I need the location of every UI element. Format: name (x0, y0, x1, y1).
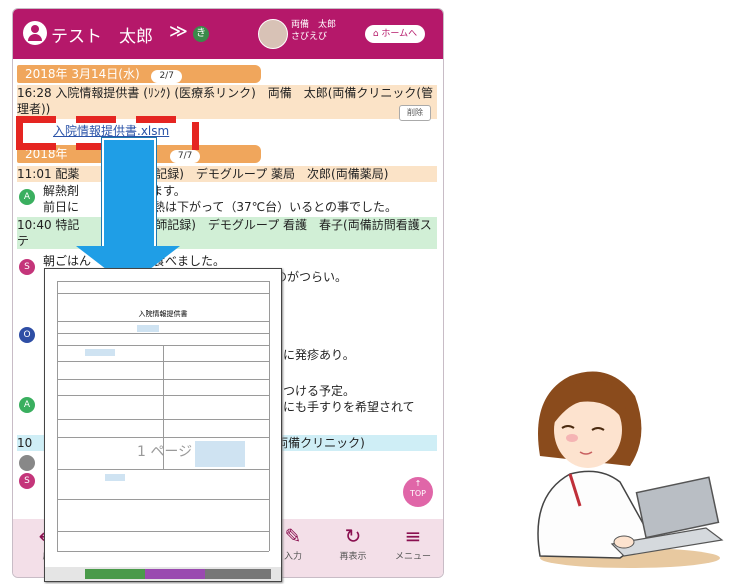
entry-text: つける予定。 (283, 384, 356, 398)
app-header: テスト 太郎 ≫ き 両備 太郎 さびえび ⌂ ホームへ (13, 9, 443, 59)
highlight-dash (76, 143, 116, 150)
highlight-dash (192, 122, 199, 150)
nurse-illustration (537, 371, 724, 568)
form-line (57, 499, 269, 500)
input-button[interactable]: ✎ 入力 (263, 523, 323, 573)
form-cell (137, 325, 159, 332)
entry-header[interactable]: 10:40 特記 護師記録) デモグループ 看護 春子(両備訪問看護ステ (17, 217, 437, 249)
user-org: さびえび (291, 32, 328, 42)
form-cell (105, 474, 125, 481)
entry-time: 10:40 特記 (17, 218, 80, 232)
user-info: 両備 太郎 さびえび (291, 19, 336, 43)
form-cell (195, 441, 245, 467)
category-s-icon: S (19, 259, 35, 275)
form-line (57, 333, 269, 334)
document-preview: 入院情報提供書 1 ページ (44, 268, 282, 582)
refresh-icon: ↻ (344, 524, 362, 548)
form-cell (85, 349, 115, 356)
down-arrow-shaft (101, 137, 157, 249)
entry-author: 護師記録) デモグループ 看護 春子(両備訪問看護ステ (17, 218, 432, 248)
entry-time: 10 (17, 436, 33, 450)
menu-button[interactable]: ≡ メニュー (383, 523, 443, 573)
highlight-dash (16, 116, 23, 150)
date-label: 2018年 3月14日(水) (25, 67, 140, 81)
category-a-icon: A (19, 397, 35, 413)
scroll-top-button[interactable]: ↑TOP (403, 477, 433, 507)
entry-text: にも手すりを希望されて (283, 400, 415, 414)
entry-text: 解熱剤 (43, 184, 80, 198)
entry-text: 熱は下がって（37℃台）いるとの事でした。 (153, 200, 398, 214)
category-s-icon: S (19, 473, 35, 489)
sheet-tab[interactable] (205, 569, 271, 579)
category-a-icon: A (19, 189, 35, 205)
chevron-right-icon[interactable]: ≫ (169, 21, 188, 42)
page-watermark: 1 ページ (137, 444, 193, 460)
entry-text: に発疹あり。 (283, 348, 355, 362)
input-label: 入力 (283, 552, 302, 562)
patient-name[interactable]: テスト 太郎 (51, 27, 153, 47)
entry-header-text: 16:28 入院情報提供書 (ﾘﾝｸ) (医療系リンク) 両備 太郎(両備クリニ… (17, 86, 434, 116)
sheet-tab[interactable] (85, 569, 147, 579)
form-line (269, 281, 270, 551)
form-line (57, 321, 269, 322)
entry-author: 師記録) デモグループ 薬局 次郎(両備薬局) (143, 167, 389, 181)
home-button[interactable]: ⌂ ホームへ (365, 25, 425, 43)
delete-button[interactable]: 削除 (399, 105, 431, 121)
menu-icon: ≡ (404, 524, 422, 548)
entry-time: 11:01 配薬 (17, 167, 80, 181)
form-line (57, 281, 58, 551)
form-line (57, 469, 269, 470)
avatar (258, 19, 288, 49)
patient-badge-icon: き (193, 26, 209, 42)
date-label: 2018年 (25, 147, 68, 161)
entry-header[interactable]: 11:01 配薬 師記録) デモグループ 薬局 次郎(両備薬局) (17, 166, 437, 182)
form-line (57, 293, 269, 294)
highlight-dash (16, 143, 56, 150)
attachment-link[interactable]: 入院情報提供書.xlsm (53, 124, 170, 138)
sheet-tab[interactable] (145, 569, 207, 579)
refresh-button[interactable]: ↻ 再表示 (323, 523, 383, 573)
entry-header[interactable]: 16:28 入院情報提供書 (ﾘﾝｸ) (医療系リンク) 両備 太郎(両備クリニ… (17, 85, 437, 119)
date-header: 2018年 3月14日(水) 2/7 (17, 65, 261, 83)
entry-text: 前日に (43, 200, 80, 214)
person-icon (23, 21, 47, 45)
entry-author: 両備クリニック) (276, 436, 365, 450)
form-line (57, 281, 269, 282)
menu-label: メニュー (394, 552, 431, 562)
highlight-dash (16, 116, 56, 123)
form-line (57, 531, 269, 532)
entry-count: 7/7 (169, 150, 201, 163)
entry-count: 2/7 (151, 70, 182, 83)
user-name: 両備 太郎 (291, 20, 337, 30)
edit-icon: ✎ (284, 524, 302, 548)
form-line (163, 345, 164, 469)
document-title: 入院情報提供書 (138, 310, 188, 318)
category-icon (19, 455, 35, 471)
form-line (57, 551, 269, 552)
refresh-label: 再表示 (339, 552, 367, 562)
highlight-dash (136, 116, 176, 123)
home-label: ホームへ (381, 29, 418, 39)
category-o-icon: O (19, 327, 35, 343)
highlight-dash (76, 116, 116, 123)
